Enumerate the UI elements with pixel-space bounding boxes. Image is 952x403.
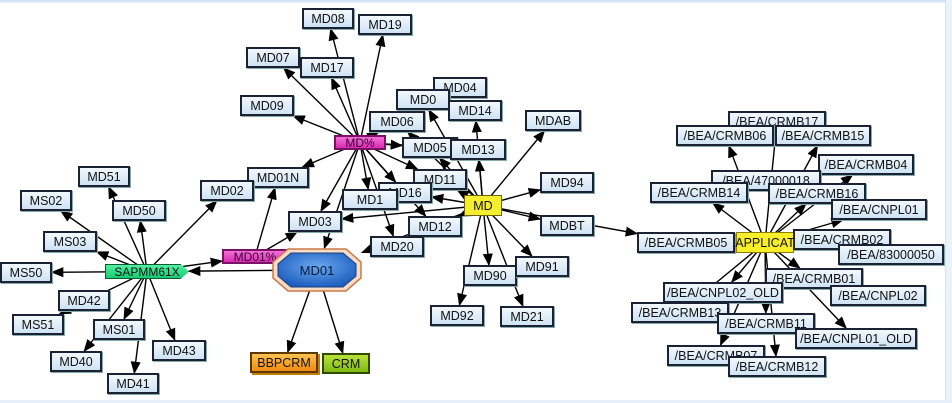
node-md07[interactable]: MD07 xyxy=(246,47,300,68)
node-sapmm61x[interactable]: SAPMM61X xyxy=(105,264,189,279)
node-crmb15[interactable]: /BEA/CRMB15 xyxy=(775,125,871,146)
node-md12[interactable]: MD12 xyxy=(408,216,462,237)
node-label: MD01 xyxy=(299,262,335,278)
node-md08[interactable]: MD08 xyxy=(302,8,354,29)
node-mdbt[interactable]: MDBT xyxy=(540,215,594,236)
node-b83000050[interactable]: /BEA/83000050 xyxy=(838,244,944,265)
node-md94[interactable]: MD94 xyxy=(540,172,594,193)
edge-mdpct-to-md08 xyxy=(328,27,361,143)
edge-mdpct-to-md1x xyxy=(359,142,372,191)
edge-sapmm61x-to-md02 xyxy=(146,200,218,272)
node-applicat[interactable]: APPLICAT xyxy=(735,232,795,253)
node-md40[interactable]: MD40 xyxy=(50,351,102,372)
node-md02[interactable]: MD02 xyxy=(200,180,254,201)
node-crmb12[interactable]: /BEA/CRMB12 xyxy=(728,356,826,377)
vertical-scrollbar[interactable] xyxy=(945,0,952,403)
node-cnpl01[interactable]: /BEA/CNPL01 xyxy=(831,199,927,220)
node-md01pct[interactable]: MD01% xyxy=(222,249,288,264)
node-md90[interactable]: MD90 xyxy=(463,265,517,286)
edge-mdpct-to-md12 xyxy=(359,142,427,217)
node-mdpct[interactable]: MD% xyxy=(334,135,386,150)
edge-mdpct-to-md07 xyxy=(282,67,361,144)
node-md[interactable]: MD xyxy=(464,195,502,216)
edge-sapmm61x-to-md43 xyxy=(146,271,176,342)
node-md42[interactable]: MD42 xyxy=(58,290,110,311)
edge-md-to-md03 xyxy=(340,204,484,223)
node-cnpl02-old[interactable]: /BEA/CNPL02_OLD xyxy=(663,282,783,303)
node-md43[interactable]: MD43 xyxy=(152,340,206,361)
node-md91[interactable]: MD91 xyxy=(515,256,569,277)
node-md01-center[interactable]: MD01 xyxy=(272,248,362,292)
octagon-shape xyxy=(272,248,362,292)
node-md21[interactable]: MD21 xyxy=(500,306,554,327)
edge-mdpct-to-md19 xyxy=(359,33,386,143)
node-crmb14[interactable]: /BEA/CRMB14 xyxy=(650,182,748,203)
node-md41[interactable]: MD41 xyxy=(107,373,159,394)
node-crmb01[interactable]: /BEA/CRMB01 xyxy=(765,268,863,289)
node-md19[interactable]: MD19 xyxy=(358,14,412,35)
node-bbpcrm[interactable]: BBPCRM xyxy=(250,352,318,373)
node-md0x[interactable]: MD0 xyxy=(396,89,450,110)
edge-sapmm61x-to-md50 xyxy=(136,219,148,272)
node-md51[interactable]: MD51 xyxy=(78,166,130,187)
node-ms03[interactable]: MS03 xyxy=(43,231,97,252)
node-crm[interactable]: CRM xyxy=(322,353,370,374)
node-ms02[interactable]: MS02 xyxy=(20,190,72,211)
edge-mdpct-to-md17 xyxy=(330,76,361,143)
edge-md01pct-to-md01n xyxy=(254,186,277,257)
node-ms01[interactable]: MS01 xyxy=(93,319,145,340)
node-md05[interactable]: MD05 xyxy=(402,137,458,158)
edge-sapmm61x-to-ms01 xyxy=(123,271,148,321)
node-cnpl02[interactable]: /BEA/CNPL02 xyxy=(830,285,926,306)
edge-md-to-mdab xyxy=(482,130,546,206)
window-top-border xyxy=(0,0,952,3)
node-crmb16[interactable]: /BEA/CRMB16 xyxy=(768,183,866,204)
node-crmb11[interactable]: /BEA/CRMB11 xyxy=(717,313,815,334)
node-cnpl01-old[interactable]: /BEA/CNPL01_OLD xyxy=(795,328,917,349)
node-md13[interactable]: MD13 xyxy=(450,139,506,160)
node-crmb13[interactable]: /BEA/CRMB13 xyxy=(631,302,729,323)
node-md09[interactable]: MD09 xyxy=(240,95,294,116)
node-md03[interactable]: MD03 xyxy=(288,211,342,232)
horizontal-scrollbar[interactable] xyxy=(0,400,952,403)
node-mdab[interactable]: MDAB xyxy=(525,110,581,131)
node-md1x[interactable]: MD1 xyxy=(342,189,398,210)
node-md20[interactable]: MD20 xyxy=(370,236,424,257)
node-md14[interactable]: MD14 xyxy=(448,100,502,121)
edge-md-to-md21 xyxy=(482,205,524,308)
node-md92[interactable]: MD92 xyxy=(430,305,484,326)
node-ms51[interactable]: MS51 xyxy=(12,314,64,335)
node-md06[interactable]: MD06 xyxy=(369,111,425,132)
node-crmb05[interactable]: /BEA/CRMB05 xyxy=(637,232,735,253)
node-md01n[interactable]: MD01N xyxy=(247,167,309,188)
node-md17[interactable]: MD17 xyxy=(300,57,354,78)
edge-mdpct-to-md03 xyxy=(320,142,361,213)
node-md04[interactable]: MD04 xyxy=(433,77,487,98)
node-ms50[interactable]: MS50 xyxy=(0,262,52,283)
edge-sapmm61x-to-ms02 xyxy=(59,210,148,273)
edge-md-to-md92 xyxy=(457,205,484,307)
node-crmb06[interactable]: /BEA/CRMB06 xyxy=(676,125,774,146)
node-md50[interactable]: MD50 xyxy=(112,200,166,221)
node-crmb04[interactable]: /BEA/CRMB04 xyxy=(818,154,914,175)
